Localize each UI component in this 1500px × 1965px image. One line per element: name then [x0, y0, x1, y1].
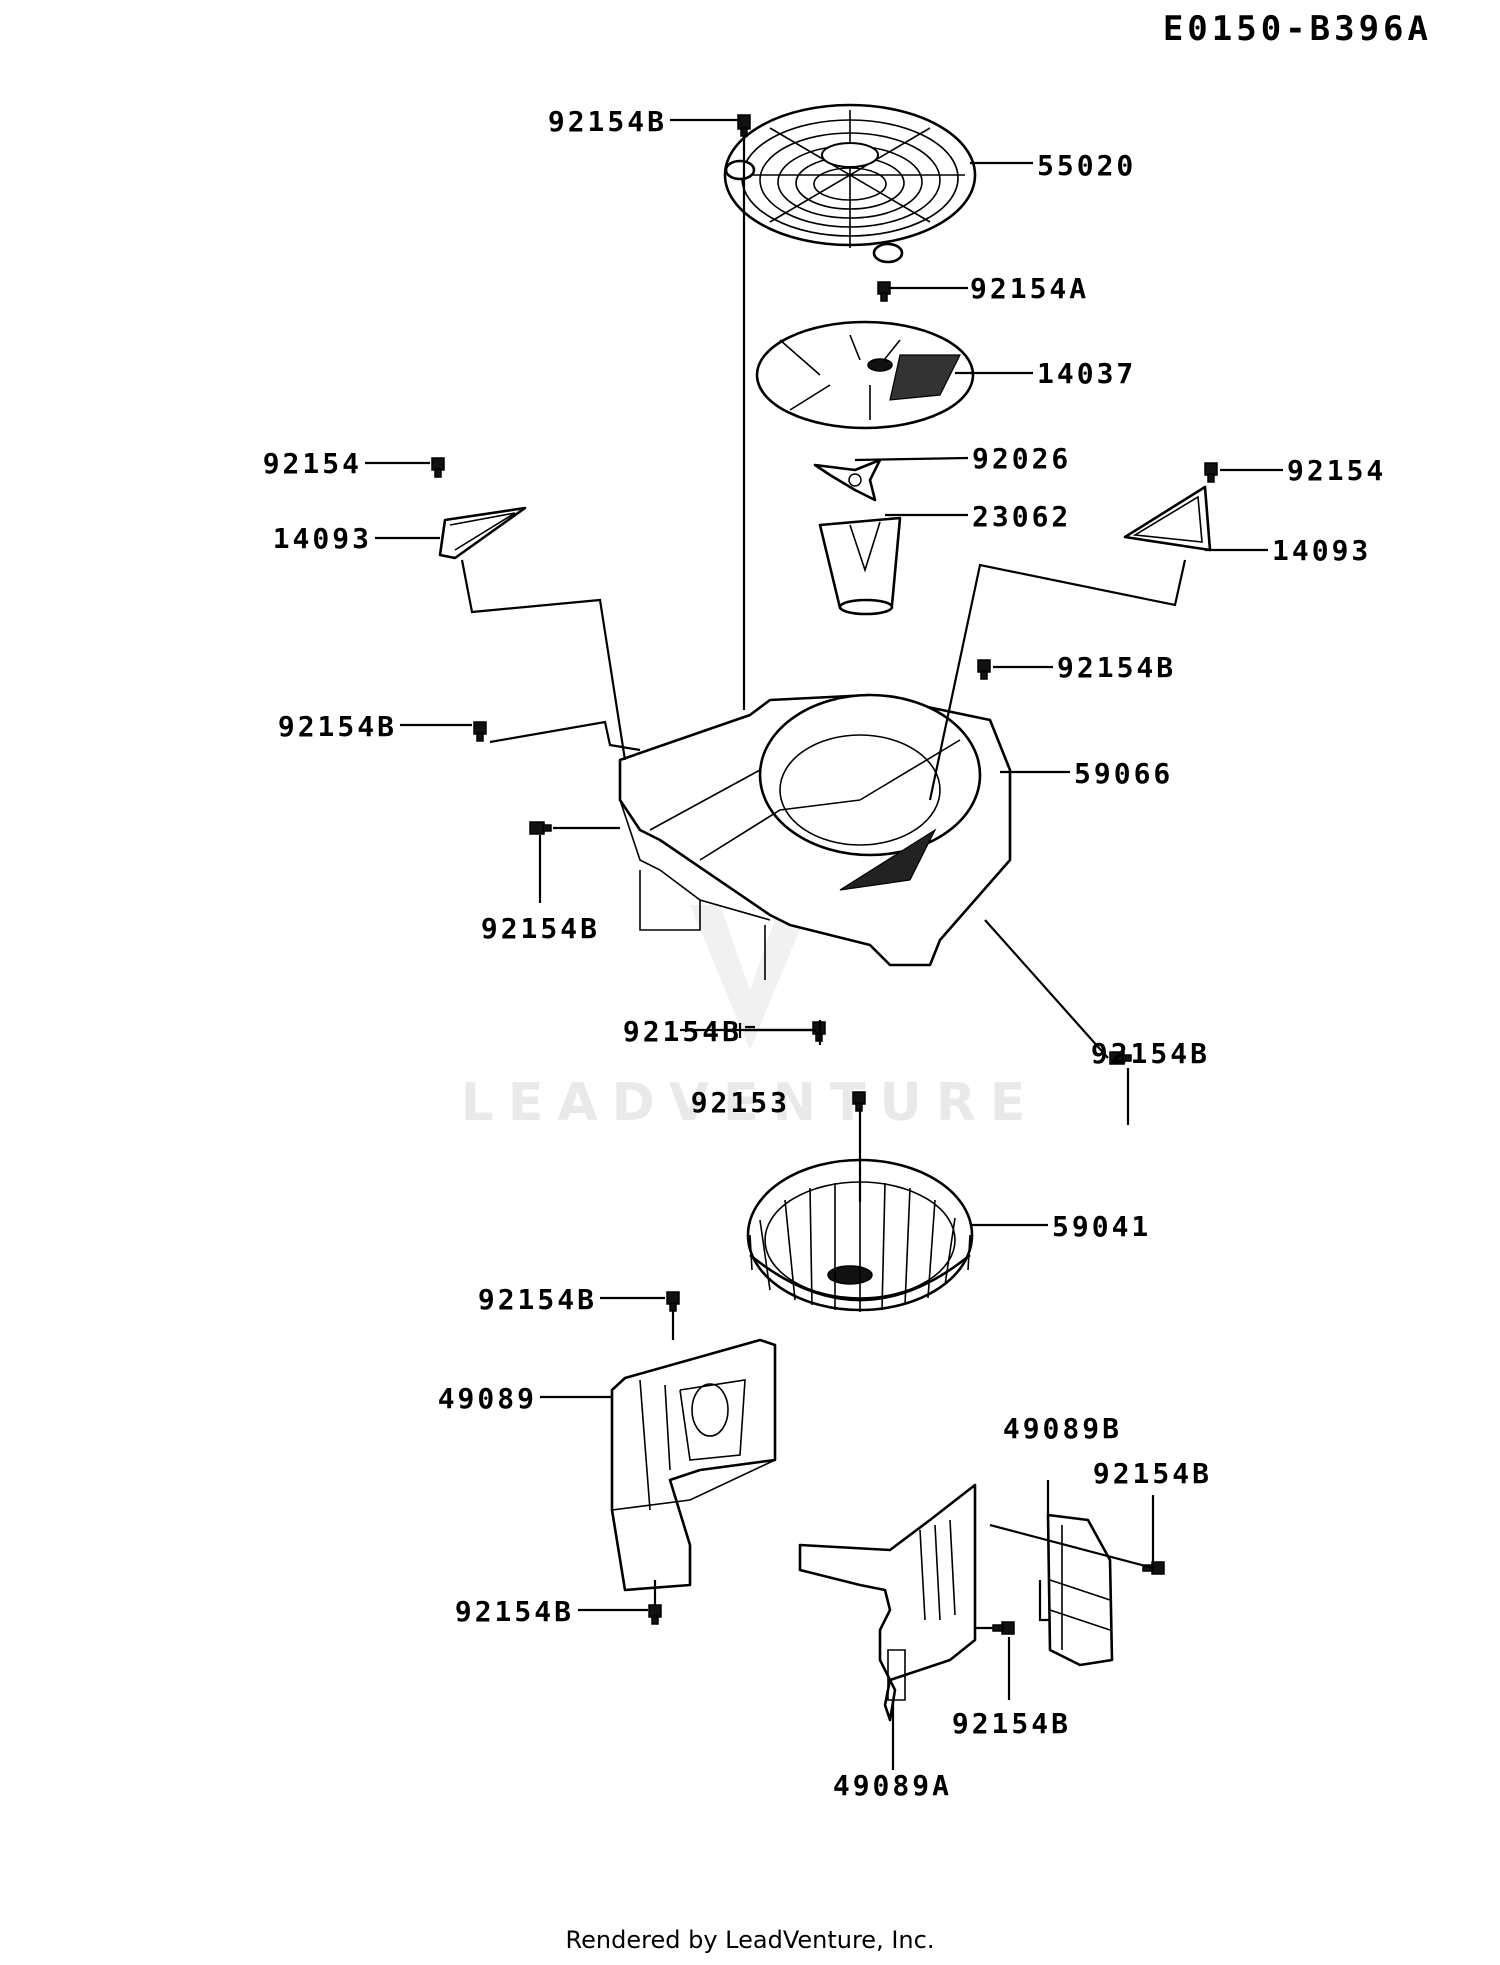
callout-92154B-baffle-top[interactable]: 92154B [478, 1283, 597, 1316]
callout-92153[interactable]: 92153 [691, 1086, 790, 1119]
callout-92154B-baffle-bottom[interactable]: 92154B [455, 1595, 574, 1628]
callout-92154B-shroud-side[interactable]: 92154B [481, 912, 600, 945]
bolt-icon[interactable] [431, 457, 445, 478]
bolt-icon[interactable] [473, 721, 487, 742]
callout-92154B-shroud-rear[interactable]: 92154B [1091, 1037, 1210, 1070]
bracket-14093-left-graphic[interactable] [438, 506, 527, 560]
callout-14093-left[interactable]: 14093 [273, 522, 372, 555]
footer-credit: Rendered by LeadVenture, Inc. [566, 1926, 935, 1954]
leader-lines [365, 118, 1283, 1770]
watermark: LEADVENTURE [461, 905, 1040, 1133]
callout-92154A[interactable]: 92154A [970, 272, 1089, 305]
bolt-icon[interactable] [977, 659, 991, 680]
bolt-icon[interactable] [992, 1621, 1015, 1635]
plate-49089B-graphic[interactable] [1046, 1513, 1114, 1667]
callout-14037[interactable]: 14037 [1037, 357, 1136, 390]
shroud-59066-graphic[interactable] [618, 693, 1012, 980]
bolt-icon[interactable] [648, 1604, 662, 1625]
plate-14037-graphic[interactable] [755, 320, 975, 430]
bolt-icon[interactable] [1142, 1561, 1165, 1575]
bolt-icon[interactable] [1204, 462, 1218, 483]
bolt-icon[interactable] [1109, 1051, 1132, 1065]
callout-92154-left[interactable]: 92154 [263, 447, 362, 480]
callout-92154B-shroud-right[interactable]: 92154B [1057, 651, 1176, 684]
callout-49089[interactable]: 49089 [438, 1382, 537, 1415]
callout-92154-right[interactable]: 92154 [1287, 454, 1386, 487]
bolt-icon[interactable] [877, 281, 891, 302]
watermark-text: LEADVENTURE [461, 1073, 1040, 1133]
diagram-id: E0150-B396A [1163, 9, 1432, 49]
bolt-icon[interactable] [529, 821, 552, 835]
callout-92026[interactable]: 92026 [972, 442, 1071, 475]
plate-49089A-graphic[interactable] [798, 1483, 977, 1722]
callout-92154B-plate-right[interactable]: 92154B [1093, 1457, 1212, 1490]
callout-49089A[interactable]: 49089A [833, 1769, 952, 1802]
callout-59041[interactable]: 59041 [1052, 1210, 1151, 1243]
callout-14093-right[interactable]: 14093 [1272, 534, 1371, 567]
screen-55020-graphic[interactable] [723, 103, 977, 264]
baffle-49089-graphic[interactable] [610, 1338, 777, 1592]
callout-55020[interactable]: 55020 [1037, 149, 1136, 182]
callout-92154B-plate-bottom[interactable]: 92154B [952, 1707, 1071, 1740]
callout-92154B-shroud-left[interactable]: 92154B [278, 710, 397, 743]
callout-59066[interactable]: 59066 [1074, 757, 1173, 790]
callout-23062[interactable]: 23062 [972, 500, 1071, 533]
tri-plate-92026-graphic[interactable] [813, 458, 882, 502]
bolts [431, 114, 1218, 1635]
bolt-icon[interactable] [737, 114, 751, 137]
callout-labels: 92154B 55020 92154A 14037 92154 14093 92… [263, 105, 1386, 1802]
bolt-icon[interactable] [666, 1291, 680, 1312]
bracket-14093-right-graphic[interactable] [1123, 485, 1212, 552]
callout-92154B-top[interactable]: 92154B [548, 105, 667, 138]
callout-92154B-shroud-bottom[interactable]: 92154B [623, 1015, 742, 1048]
callout-49089B[interactable]: 49089B [1003, 1412, 1122, 1445]
guide-23062-graphic[interactable] [818, 516, 902, 616]
